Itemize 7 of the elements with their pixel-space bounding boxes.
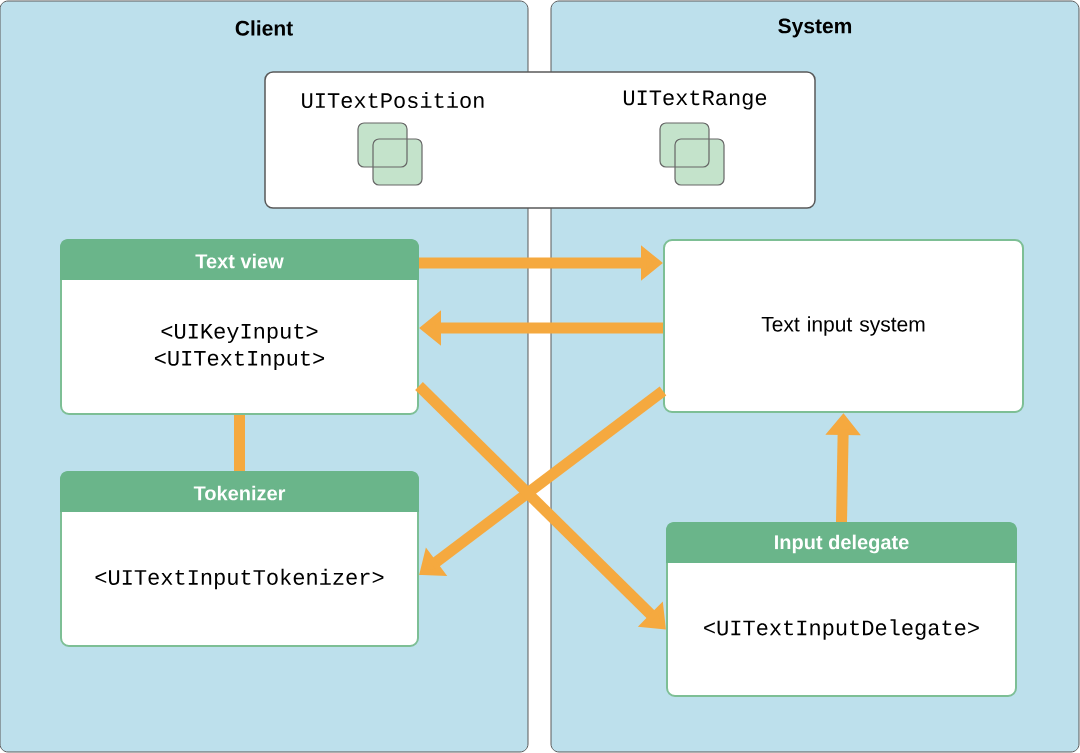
class-box: UITextPosition UITextRange bbox=[264, 71, 816, 209]
arrow bbox=[415, 382, 666, 630]
component-box: Text view <UIKeyInput> <UITextInput> bbox=[60, 239, 419, 415]
component-box: Text input system bbox=[663, 239, 1024, 413]
component-box: Tokenizer <UITextInputTokenizer> bbox=[60, 471, 419, 647]
arrow bbox=[419, 386, 667, 576]
component-box: Input delegate <UITextInputDelegate> bbox=[666, 522, 1017, 697]
